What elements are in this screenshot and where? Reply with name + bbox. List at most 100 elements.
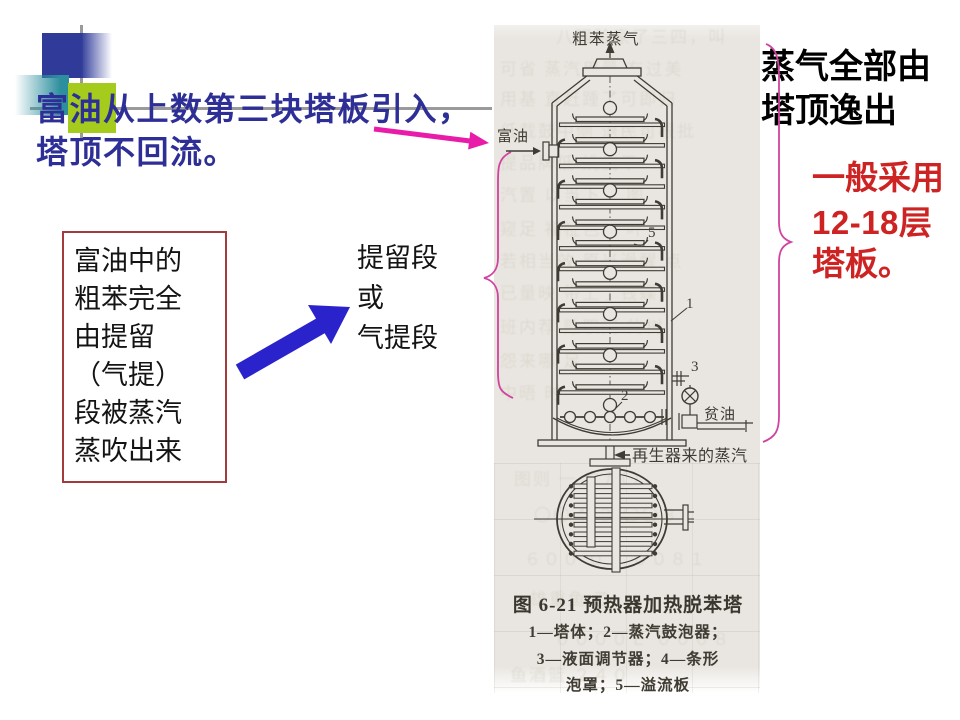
- cap-end-curl: [642, 175, 649, 183]
- bleed-text: 雄重鱼 乙: [530, 587, 750, 613]
- bleed-text: 怨来哪 足: [500, 352, 583, 371]
- cap-end-curl: [642, 381, 649, 389]
- cap-end-curl: [642, 195, 649, 204]
- bubbler-cap: [583, 410, 597, 424]
- cap-end-curl: [642, 257, 649, 266]
- section-label: 提留段 或 气提段: [357, 238, 438, 358]
- left-brace: [483, 151, 514, 399]
- bleed-text: 八强验家了三四，叫: [556, 28, 727, 47]
- note-box-line: 蒸吹出来: [74, 436, 182, 466]
- bubble-cap-strip: [575, 363, 645, 370]
- cap-end-curl: [571, 216, 578, 225]
- cap-end-curl: [642, 360, 649, 369]
- cap-end-curl: [642, 216, 649, 225]
- figure-caption: 图 6-21 预热器加热脱苯塔: [512, 595, 744, 616]
- bubbler-cap: [623, 410, 637, 424]
- tray-sight-glass: [602, 100, 618, 116]
- section-label-line: 气提段: [357, 323, 438, 353]
- bubbler-cap: [563, 410, 577, 424]
- part-label-regulator: 3: [691, 359, 699, 375]
- bubble-cap-strip: [575, 157, 645, 164]
- note-box-line: 粗苯完全: [74, 284, 182, 314]
- tray-deck: [558, 246, 666, 251]
- right-brace: [762, 43, 794, 443]
- cap-end-curl: [642, 113, 649, 122]
- tray-deck: [558, 204, 666, 210]
- level-regulator: [672, 371, 753, 432]
- tray-deck: [558, 287, 666, 292]
- part-label-bubbler: 2: [621, 388, 629, 404]
- tube-end-dot: [652, 522, 658, 527]
- downcomer: [556, 179, 566, 199]
- tube-end-dot: [568, 503, 574, 508]
- bleed-text: 中晤 时: [500, 384, 564, 403]
- bubbler-cap: [603, 410, 617, 424]
- tray-sight-glass: [602, 348, 618, 363]
- tower-bottom: [537, 417, 687, 459]
- bubble-cap-strip: [575, 384, 645, 390]
- bubble-cap-strip: [575, 343, 645, 349]
- divider-line-horizontal: [30, 107, 492, 110]
- figure-legend-line-1: 1—塔体；2—蒸汽鼓泡器；: [528, 624, 728, 641]
- steam-inlet-leader: [614, 450, 630, 460]
- downcomer: [654, 241, 664, 261]
- tube-end-dot: [652, 503, 658, 508]
- cap-end-curl: [571, 257, 578, 266]
- tube-end-dot: [652, 551, 658, 556]
- feed-arrow-head: [533, 147, 541, 155]
- downcomer: [654, 282, 664, 302]
- steam-bubbler: [560, 409, 667, 425]
- vapor-label: 粗苯蒸气: [572, 30, 640, 48]
- downcomer: [654, 158, 664, 179]
- tube-end-dot: [568, 484, 574, 489]
- heat-exchanger: [534, 458, 694, 573]
- blue-arrow: [235, 305, 350, 380]
- bleed-text: 用基 直赶踵了可即归: [500, 90, 678, 109]
- cap-end-curl: [571, 340, 578, 348]
- cap-end-curl: [642, 278, 649, 286]
- tube-end-dot: [568, 512, 574, 518]
- feed-label: 富油: [497, 127, 529, 145]
- section-label-line: 或: [357, 283, 384, 313]
- downcomer: [654, 323, 664, 343]
- decor-square-blue: [42, 33, 112, 78]
- part-leaders: [611, 239, 688, 413]
- bubble-cap-strip: [575, 198, 645, 205]
- note-box: 富油中的 粗苯完全 由提留 （气提） 段被蒸汽 蒸吹出来: [62, 231, 227, 483]
- lean-oil-label: 贫油: [704, 406, 736, 423]
- section-label-line: 提留段: [357, 243, 438, 273]
- magenta-arrow: [373, 126, 489, 150]
- figure-legend-line-3: 泡罩；5—溢流板: [565, 677, 691, 694]
- tube-end-dot: [568, 522, 574, 527]
- bleed-text: ００００Ｅ ０００８: [554, 627, 734, 653]
- note-box-line: 段被蒸汽: [74, 398, 182, 428]
- bubble-cap-strip: [575, 137, 645, 143]
- bubble-cap-strip: [575, 301, 645, 308]
- downcomer: [556, 261, 566, 282]
- downcomer: [556, 344, 566, 364]
- tray-sight-glass: [602, 306, 618, 322]
- bubble-cap-strip: [575, 322, 645, 329]
- vapor-note-line: 塔顶逸出: [761, 93, 897, 130]
- tray-deck: [558, 122, 666, 128]
- tray-deck: [558, 328, 666, 334]
- tray-stack: [556, 100, 666, 413]
- downcomer: [556, 303, 566, 323]
- bubble-cap-strip: [575, 219, 645, 226]
- decor-square-teal: [12, 75, 69, 115]
- tube-end-dot: [568, 493, 574, 499]
- cap-end-curl: [571, 298, 578, 307]
- bubble-cap-strip: [575, 240, 645, 246]
- cap-end-curl: [571, 237, 578, 245]
- downcomer: [556, 385, 566, 405]
- tube-end-dot: [652, 532, 658, 537]
- bubble-cap-strip: [575, 260, 645, 267]
- steam-label: 再生器来的蒸汽: [632, 447, 748, 465]
- downcomer: [556, 138, 566, 158]
- cap-end-curl: [642, 340, 649, 348]
- note-box-line: 由提留: [74, 322, 155, 352]
- feed-nozzle: [506, 141, 559, 161]
- vapor-arrow-head: [605, 42, 615, 53]
- figure-legend-line-2: 3—液面调节器；4—条形: [536, 651, 720, 668]
- tray-deck: [558, 390, 666, 395]
